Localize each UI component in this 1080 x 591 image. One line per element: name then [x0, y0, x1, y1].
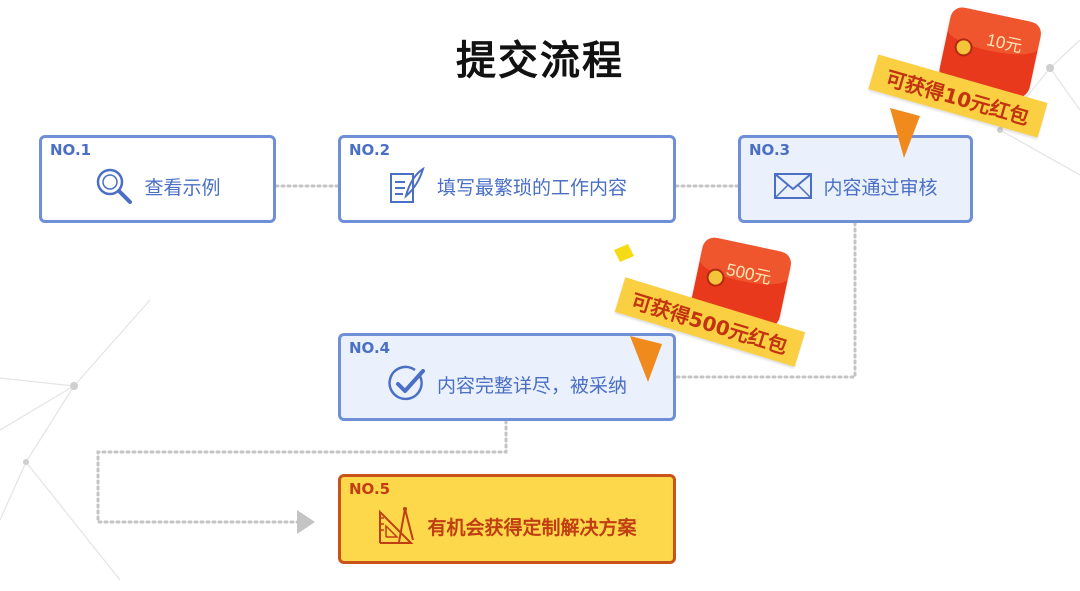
check-circle-icon: [387, 364, 427, 404]
step-5: NO.5 有机会获得定制解决方案: [338, 474, 676, 564]
step-1: NO.1 查看示例: [39, 135, 276, 223]
step-4: NO.4 内容完整详尽，被采纳: [338, 333, 676, 421]
red-packet-reward-1: 10元 可获得10元红包: [866, 5, 1066, 162]
step-number: NO.2: [349, 141, 391, 159]
step-label: 内容通过审核: [823, 176, 938, 199]
step-number: NO.1: [50, 141, 92, 159]
step-number: NO.5: [349, 480, 391, 498]
step-label: 有机会获得定制解决方案: [427, 516, 637, 539]
pen-document-icon: [387, 166, 427, 206]
confetti-icon: [614, 244, 634, 262]
red-packet-reward-2: 500元 可获得500元红包: [604, 235, 824, 386]
banner-tail: [630, 336, 662, 382]
step-3: NO.3 内容通过审核: [738, 135, 973, 223]
envelope-icon: [773, 170, 813, 202]
drafting-tools-icon: [377, 506, 417, 546]
step-label: 填写最繁琐的工作内容: [436, 176, 627, 199]
step-number: NO.4: [349, 339, 391, 357]
banner-tail: [890, 108, 920, 158]
step-number: NO.3: [749, 141, 791, 159]
step-label: 内容完整详尽，被采纳: [436, 374, 627, 397]
step-2: NO.2 填写最繁琐的工作内容: [338, 135, 676, 223]
magnifier-icon: [94, 166, 134, 206]
page-title: 提交流程: [456, 38, 624, 84]
step-label: 查看示例: [144, 176, 221, 199]
